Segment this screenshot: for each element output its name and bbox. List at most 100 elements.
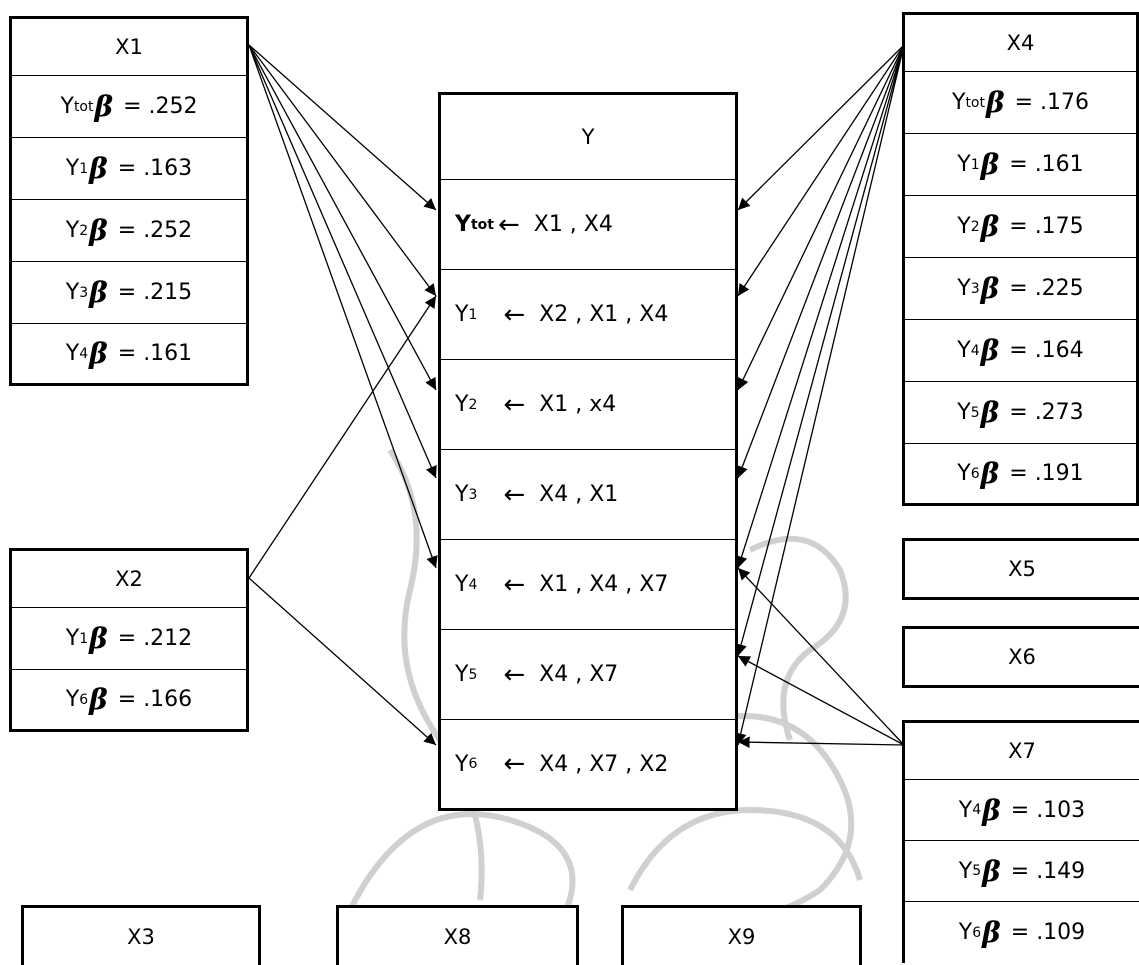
y-label: Y (60, 94, 73, 119)
y-label: Y (959, 798, 972, 823)
y-subscript: 2 (468, 397, 477, 413)
y-label: Y (455, 482, 468, 507)
y-subscript: tot (74, 99, 94, 115)
predictors-text: X1 , X4 (534, 212, 613, 237)
predictors-text: X1 , X4 , X7 (539, 572, 668, 597)
x4-coef-row: Y6β= .191 (905, 444, 1136, 506)
left-arrow-icon: ← (503, 570, 525, 600)
x1-coef-row: Y4β= .161 (12, 324, 246, 386)
x7-title: X7 (905, 720, 1139, 780)
beta-symbol: β (981, 334, 1000, 367)
y-label: Y (66, 626, 79, 651)
beta-value: = .225 (1009, 276, 1083, 301)
y-subscript: 1 (79, 161, 88, 177)
x5-title: X5 (905, 541, 1139, 597)
beta-value: = .215 (118, 280, 192, 305)
beta-value: = .161 (1009, 152, 1083, 177)
beta-value: = .252 (118, 218, 192, 243)
beta-value: = .212 (118, 626, 192, 651)
y-label: Y (66, 218, 79, 243)
y-subscript: 3 (468, 487, 477, 503)
beta-value: = .149 (1011, 859, 1085, 884)
y-label: Y (455, 572, 468, 597)
y-label: Y (957, 152, 970, 177)
beta-symbol: β (89, 337, 108, 370)
predictors-text: X1 , x4 (539, 392, 616, 417)
beta-value: = .164 (1009, 338, 1083, 363)
y-equations: Ytot←X1 , X4Y1←X2 , X1 , X4Y2←X1 , x4Y3←… (441, 180, 735, 811)
y-label: Y (66, 687, 79, 712)
left-arrow-icon: ← (503, 480, 525, 510)
y-subscript: tot (471, 217, 494, 233)
beta-symbol: β (982, 916, 1001, 949)
beta-value: = .191 (1009, 461, 1083, 486)
x6-title: X6 (905, 629, 1139, 685)
y-label: Y (66, 280, 79, 305)
x1-title: X1 (12, 16, 246, 76)
left-arrow-icon: ← (503, 390, 525, 420)
y-label: Y (957, 338, 970, 363)
y-label: Y (455, 212, 471, 237)
x3-box: X3 (21, 905, 261, 965)
beta-symbol: β (982, 855, 1001, 888)
y-label: Y (455, 392, 468, 417)
beta-value: = .166 (118, 687, 192, 712)
beta-symbol: β (94, 90, 113, 123)
x9-box: X9 (621, 905, 862, 965)
y-subscript: 6 (79, 692, 88, 708)
y-box: Y Ytot←X1 , X4Y1←X2 , X1 , X4Y2←X1 , x4Y… (438, 92, 738, 811)
x2-title: X2 (12, 548, 246, 608)
y-subscript: 4 (468, 577, 477, 593)
beta-symbol: β (981, 457, 1000, 490)
y-subscript: 3 (971, 281, 980, 297)
y-label: Y (957, 276, 970, 301)
y-subscript: 6 (468, 756, 477, 772)
y-label: Y (952, 90, 965, 115)
left-arrow-icon: ← (498, 210, 520, 240)
y-label: Y (959, 859, 972, 884)
beta-symbol: β (89, 152, 108, 185)
x4-title: X4 (905, 12, 1136, 72)
y-subscript: 6 (971, 466, 980, 482)
beta-symbol: β (89, 276, 108, 309)
beta-symbol: β (981, 148, 1000, 181)
y-subscript: 4 (79, 346, 88, 362)
beta-symbol: β (986, 86, 1005, 119)
beta-symbol: β (981, 210, 1000, 243)
y-subscript: 4 (972, 802, 981, 818)
x1-coef-row: Y1β= .163 (12, 138, 246, 200)
beta-symbol: β (89, 683, 108, 716)
beta-value: = .163 (118, 156, 192, 181)
beta-value: = .175 (1009, 214, 1083, 239)
y-subscript: 2 (79, 223, 88, 239)
left-arrow-icon: ← (503, 749, 525, 779)
y-subscript: 3 (79, 285, 88, 301)
y-subscript: 5 (468, 667, 477, 683)
y-label: Y (455, 752, 468, 777)
y-label: Y (455, 302, 468, 327)
y-subscript: 6 (972, 925, 981, 941)
x9-title: X9 (624, 908, 859, 965)
y-label: Y (957, 214, 970, 239)
beta-value: = .176 (1015, 90, 1089, 115)
x8-title: X8 (339, 908, 576, 965)
x6-box: X6 (902, 626, 1139, 688)
